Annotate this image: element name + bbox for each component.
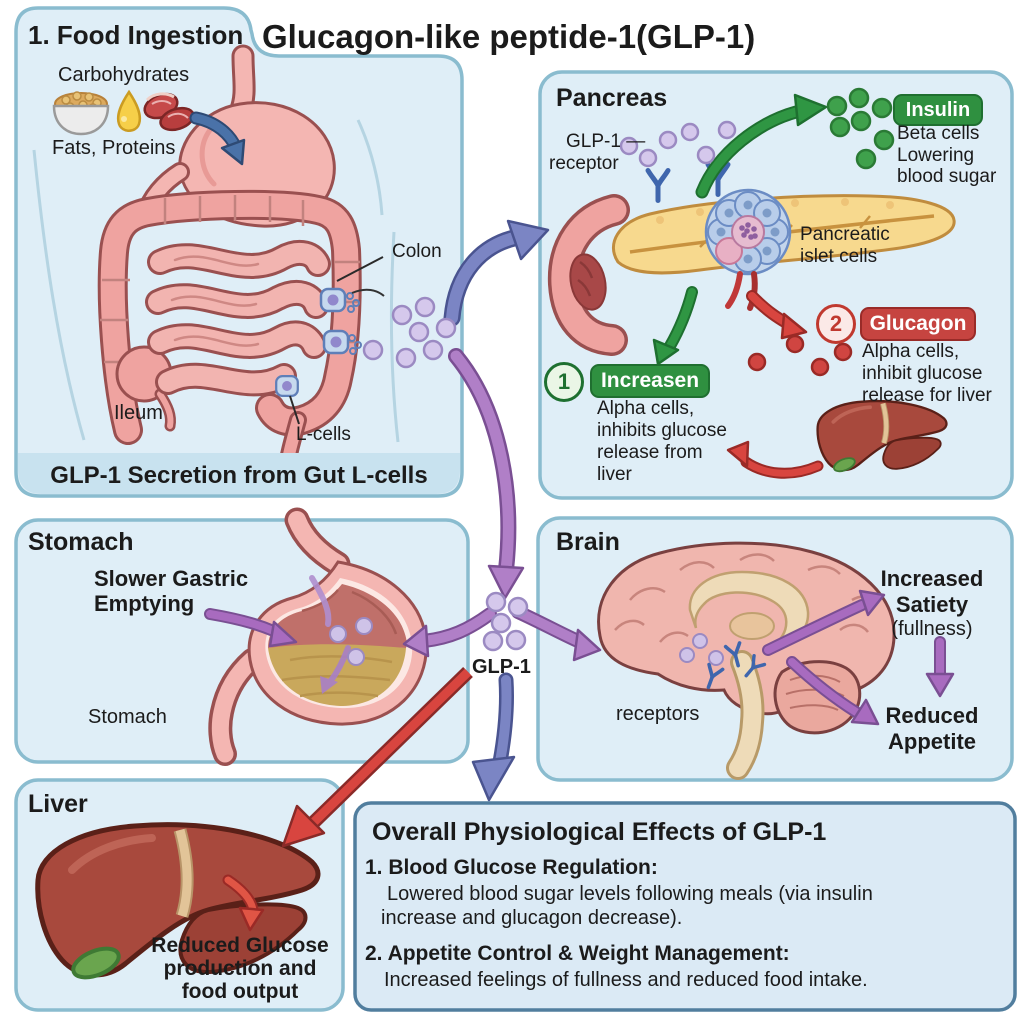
- overall-panel-heading: Overall Physiological Effects of GLP-1: [372, 818, 827, 846]
- secretion-banner: [18, 453, 460, 494]
- overall-item1-title: 1. Blood Glucose Regulation:: [365, 856, 658, 879]
- colon-label: Colon: [392, 241, 442, 262]
- arrow-islet-to-increase: [652, 286, 698, 366]
- step1-circle: 1: [544, 362, 584, 402]
- step1-badge: Increasen: [590, 364, 710, 398]
- lcells-label: L-cells: [296, 424, 351, 445]
- arrow-stomach-inner: [309, 575, 351, 694]
- arrow-food-to-stomach: [189, 111, 246, 166]
- carb-bowl-icon: [52, 91, 110, 136]
- fats-proteins-label: Fats, Proteins: [52, 137, 176, 159]
- arrow-brain-to-appetite: [786, 656, 880, 726]
- carbohydrates-label: Carbohydrates: [58, 64, 190, 86]
- appetite-line: Reduced: [885, 703, 979, 728]
- intestines-icon: [97, 189, 362, 481]
- glucagon-dots: [747, 334, 853, 377]
- satiety-line: Increased: [880, 566, 984, 591]
- islet-label-line: Pancreatic: [800, 224, 890, 245]
- food-panel-heading: 1. Food Ingestion: [28, 20, 244, 50]
- step2-circle: 2: [816, 304, 856, 344]
- overall-item1-line2: increase and glucagon decrease).: [381, 907, 683, 929]
- glp1-dots-center: [482, 591, 529, 652]
- appetite-line: Appetite: [888, 729, 976, 754]
- arrow-center-to-stomach: [402, 607, 497, 658]
- step1-note: Alpha cells, inhibits glucose release fr…: [597, 398, 727, 486]
- overall-item1-line1: Lowered blood sugar levels following mea…: [387, 883, 873, 905]
- stomach-panel-heading: Stomach: [28, 528, 134, 556]
- arrow-gut-to-center: [448, 348, 525, 600]
- insulin-note-line: blood sugar: [897, 166, 997, 187]
- overall-item2-title: 2. Appetite Control & Weight Management:: [365, 942, 790, 965]
- page-title: Glucagon-like peptide-1(GLP-1): [262, 18, 756, 55]
- gastric-emptying-line: Emptying: [94, 591, 195, 616]
- islet-label-line: islet cells: [800, 245, 878, 267]
- step2-badge: Glucagon: [860, 307, 976, 341]
- islet-label: Pancreatic islet cells: [800, 224, 890, 267]
- islet-icon: [704, 188, 792, 311]
- step1-note-line: liver: [597, 464, 632, 485]
- insulin-dots: [826, 87, 895, 170]
- overall-item2-line1: Increased feelings of fullness and reduc…: [384, 969, 868, 991]
- step1-note-line: release from: [597, 442, 703, 463]
- insulin-note-line: Beta cells: [897, 123, 980, 144]
- liver-panel-heading: Liver: [28, 790, 88, 818]
- glp1-dots-brain: [679, 633, 724, 666]
- stomach-cross-section-icon: [208, 507, 428, 766]
- step2-note-line: inhibit glucose: [862, 363, 983, 384]
- glp1-receptor-label-line1: GLP-1 —: [566, 131, 646, 152]
- body-contour-lines: [32, 119, 400, 443]
- gastric-emptying-line: Slower Gastric: [94, 566, 249, 591]
- appetite-label: Reduced Appetite: [862, 703, 1002, 755]
- arrow-brain-to-satiety: [762, 589, 886, 656]
- glp1-dots-gut: [362, 296, 457, 369]
- step2-note-line: Alpha cells,: [862, 341, 960, 362]
- arrow-gut-to-pancreas: [443, 219, 550, 327]
- satiety-label: Increased Satiety (fullness): [862, 566, 1002, 641]
- liver-note-line: production and: [163, 957, 317, 980]
- arrow-liver-to-note: [726, 440, 824, 479]
- step1-note-line: Alpha cells,: [597, 398, 695, 419]
- satiety-line: (fullness): [891, 618, 973, 640]
- pancreas-panel-heading: Pancreas: [556, 84, 668, 112]
- glp1-dots-stomach: [329, 617, 373, 666]
- glp1-receptor-label-line2: receptor: [549, 153, 619, 174]
- ileum-label: Ileum: [114, 402, 163, 424]
- brain-panel-heading: Brain: [556, 528, 620, 556]
- glp1-dots-pancreas: [619, 120, 737, 168]
- arrow-center-to-overall: [471, 672, 516, 802]
- arrow-islet-to-insulin: [695, 93, 828, 199]
- step1-note-line: inhibits glucose: [597, 420, 727, 441]
- liver-note-line: food output: [181, 980, 299, 1003]
- arrow-emptying-to-stomach: [204, 608, 298, 648]
- receptors-label: receptors: [616, 703, 700, 725]
- insulin-note-line: Lowering: [897, 144, 975, 166]
- l-cell-icons: [275, 287, 385, 398]
- brain-icon: [597, 541, 896, 780]
- secretion-banner-label: GLP-1 Secretion from Gut L-cells: [50, 462, 428, 489]
- overall-panel: [353, 801, 1017, 1012]
- liver-note: Reduced Glucose production and food outp…: [140, 934, 340, 1003]
- step2-note-line: release for liver: [862, 385, 992, 406]
- arrow-liver-down: [222, 874, 265, 932]
- stomach-organ-label: Stomach: [88, 706, 167, 728]
- insulin-note: Beta cells Lowering blood sugar: [897, 123, 996, 188]
- arrow-center-to-brain: [511, 605, 602, 662]
- liver-note-line: Reduced Glucose: [151, 934, 329, 957]
- gastric-emptying-label: Slower Gastric Emptying: [94, 566, 248, 616]
- glp1-center-label: GLP-1: [472, 656, 531, 678]
- arrow-center-to-liver: [281, 666, 473, 848]
- arrow-satiety-to-appetite: [925, 636, 955, 698]
- insulin-badge: Insulin: [893, 94, 983, 126]
- satiety-line: Satiety: [895, 592, 969, 617]
- duodenum-icon: [547, 194, 630, 356]
- oil-drop-icon: [116, 89, 142, 132]
- step2-note: Alpha cells, inhibit glucose release for…: [862, 341, 992, 407]
